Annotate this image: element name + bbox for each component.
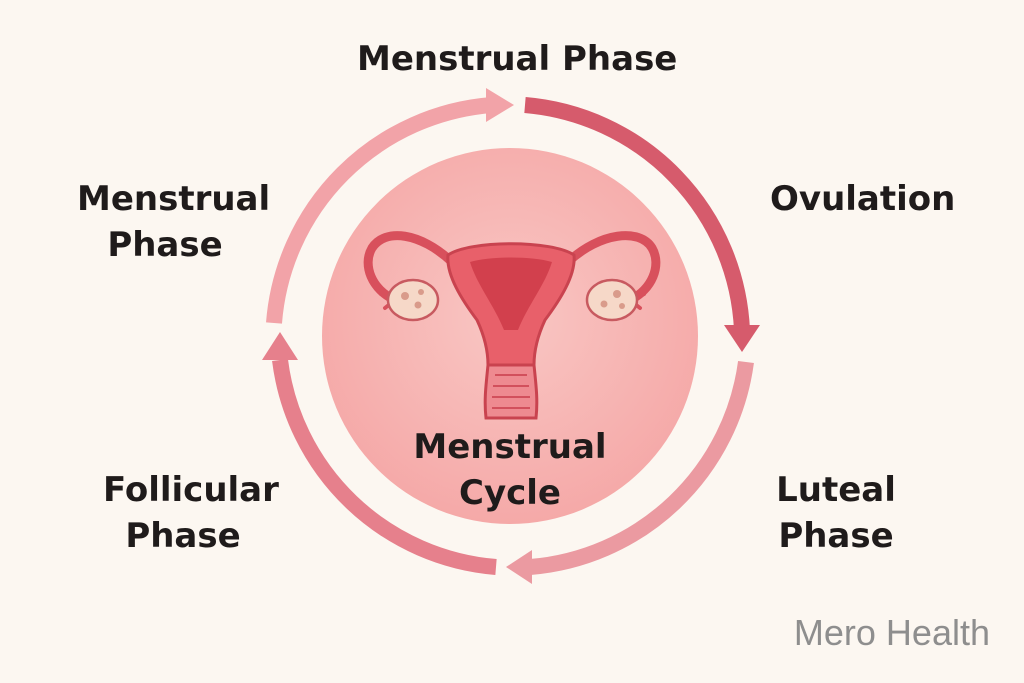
label-top-menstrual-phase: Menstrual Phase xyxy=(357,39,678,79)
label-left-menstrual-phase: Menstrual Phase xyxy=(77,176,271,268)
label-luteal-phase: Luteal Phase xyxy=(776,467,896,559)
label-luteal-line-1: Luteal xyxy=(776,470,896,510)
center-line-2: Cycle xyxy=(459,473,561,513)
arrow-head-bottom xyxy=(506,550,532,584)
label-follicular-line-2: Phase xyxy=(125,516,241,556)
brand-logo-text: Mero Health xyxy=(793,612,990,653)
label-luteal-line-2: Phase xyxy=(778,516,894,556)
arrow-left-to-top xyxy=(266,97,493,324)
label-center-menstrual-cycle: Menstrual Cycle xyxy=(410,424,610,516)
label-follicular-line-1: Follicular xyxy=(103,470,279,510)
label-follicular-phase: Follicular Phase xyxy=(103,467,279,559)
arrow-top-to-right xyxy=(524,97,750,331)
label-left-line-2: Phase xyxy=(107,225,223,265)
cycle-arrows xyxy=(262,88,760,584)
arrow-head-right xyxy=(724,325,760,352)
label-ovulation: Ovulation xyxy=(770,179,956,219)
arrow-head-left xyxy=(262,332,298,360)
uterus-icon xyxy=(363,231,661,420)
center-line-1: Menstrual xyxy=(413,427,607,467)
arrow-bottom-to-left xyxy=(272,359,497,575)
arrow-head-top xyxy=(486,88,514,122)
arrow-right-to-bottom xyxy=(529,360,754,575)
label-left-line-1: Menstrual xyxy=(77,179,271,219)
